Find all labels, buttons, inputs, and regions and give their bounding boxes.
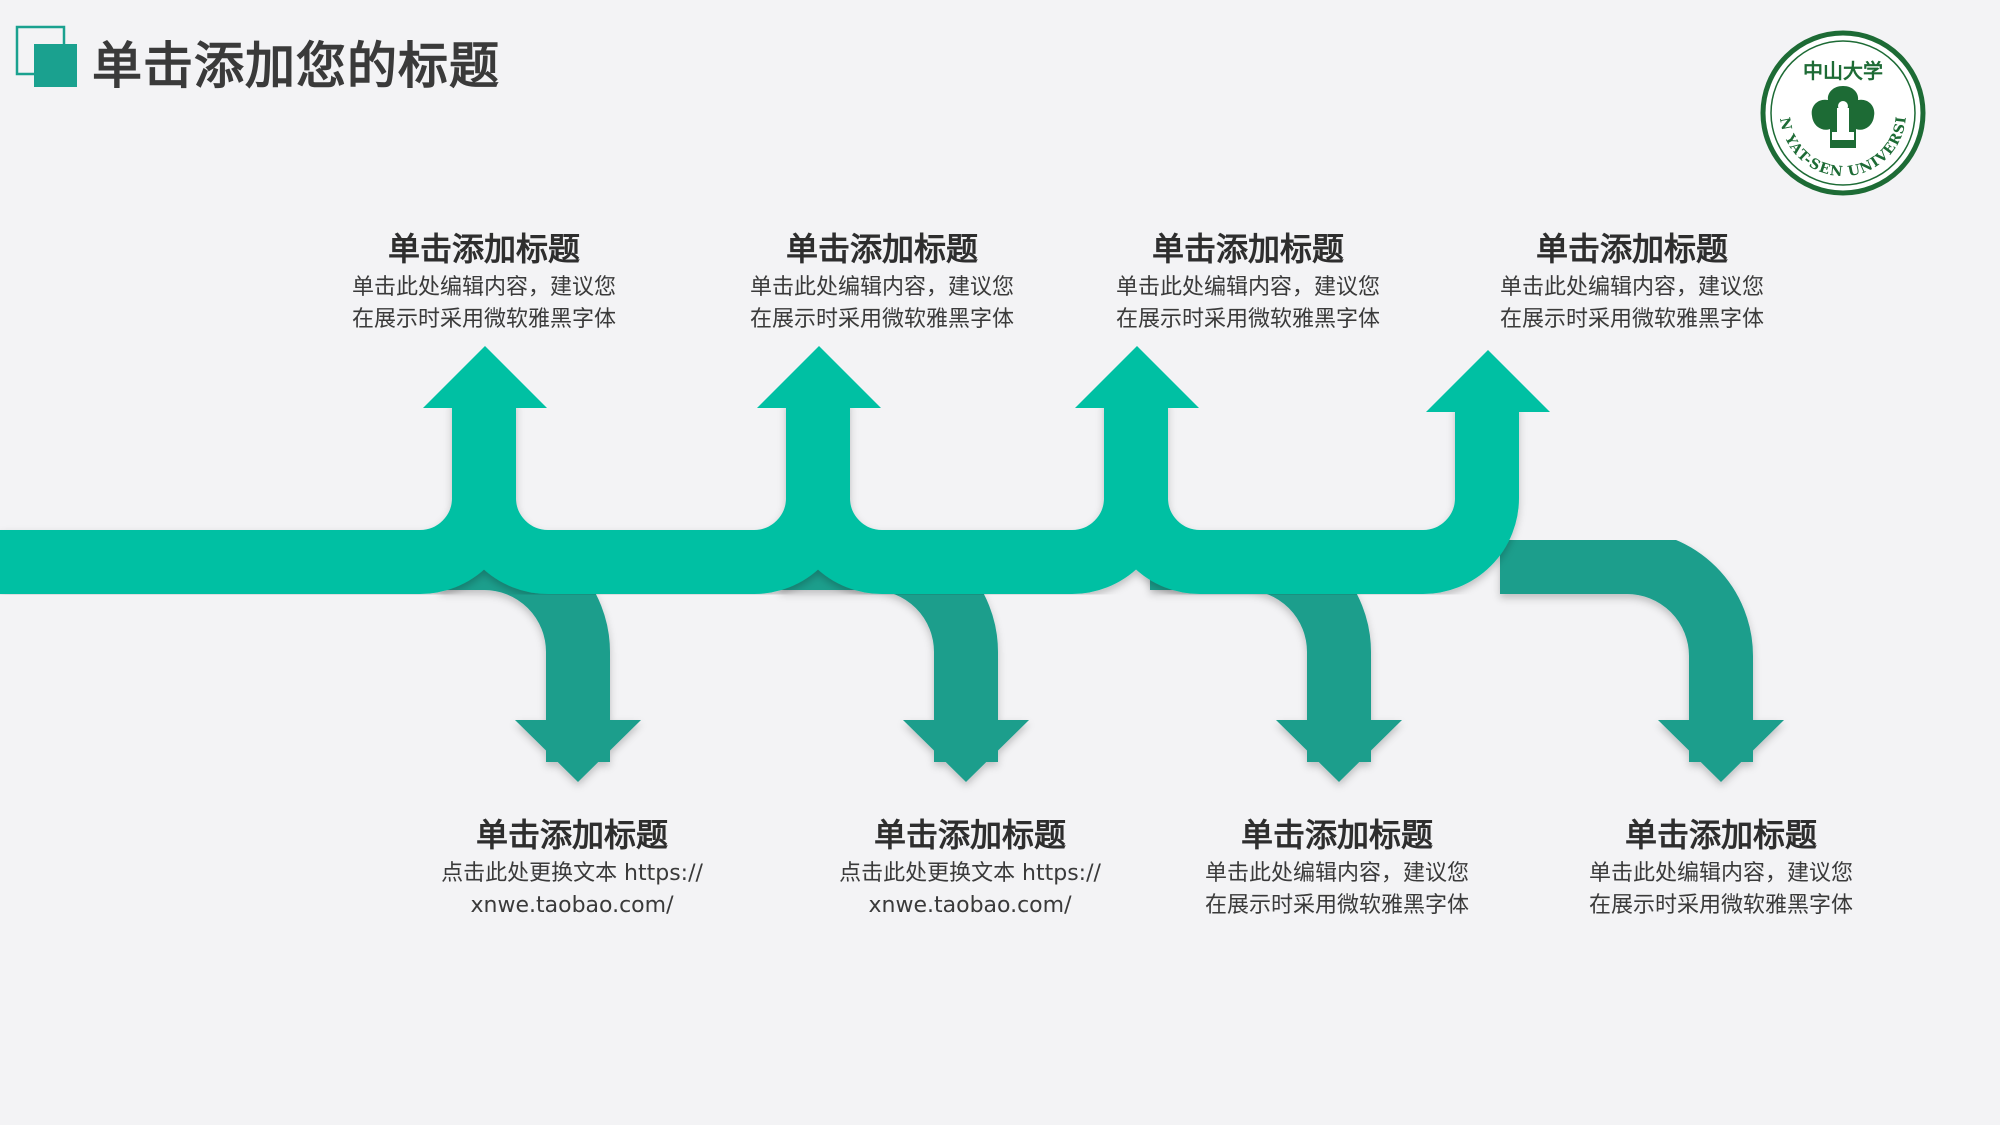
step-desc-line2[interactable]: xnwe.taobao.com/ <box>868 893 1072 918</box>
step-title[interactable]: 单击添加标题 <box>1240 816 1433 854</box>
step-desc-line1[interactable]: 单击此处编辑内容，建议您 <box>1588 861 1853 886</box>
step-desc-line1[interactable]: 单击此处编辑内容，建议您 <box>1115 275 1380 300</box>
logo-chinese-text: 中山大学 <box>1803 59 1883 83</box>
up-arrow-path <box>0 400 1519 594</box>
step-desc-line1[interactable]: 点击此处更换文本 https:// <box>839 861 1101 886</box>
step-bottom-4: 单击添加标题 单击此处编辑内容，建议您 在展示时采用微软雅黑字体 <box>1561 814 1881 920</box>
step-bottom-3: 单击添加标题 单击此处编辑内容，建议您 在展示时采用微软雅黑字体 <box>1177 814 1497 920</box>
step-top-3: 单击添加标题 单击此处编辑内容，建议您 在展示时采用微软雅黑字体 <box>1088 228 1408 334</box>
step-title[interactable]: 单击添加标题 <box>387 230 580 268</box>
step-desc-line1[interactable]: 单击此处编辑内容，建议您 <box>1499 275 1764 300</box>
step-desc-line2[interactable]: 在展示时采用微软雅黑字体 <box>749 307 1014 332</box>
step-top-4: 单击添加标题 单击此处编辑内容，建议您 在展示时采用微软雅黑字体 <box>1472 228 1792 334</box>
step-bottom-2: 单击添加标题 点击此处更换文本 https:// xnwe.taobao.com… <box>810 814 1130 920</box>
step-title[interactable]: 单击添加标题 <box>785 230 978 268</box>
step-desc-line2[interactable]: 在展示时采用微软雅黑字体 <box>351 307 616 332</box>
title-decoration-icon <box>15 25 77 87</box>
step-desc-line1[interactable]: 点击此处更换文本 https:// <box>441 861 703 886</box>
up-arrow-head-2 <box>757 346 881 408</box>
step-title[interactable]: 单击添加标题 <box>1535 230 1728 268</box>
step-title[interactable]: 单击添加标题 <box>1151 230 1344 268</box>
step-desc-line2[interactable]: xnwe.taobao.com/ <box>470 893 674 918</box>
step-bottom-1: 单击添加标题 点击此处更换文本 https:// xnwe.taobao.com… <box>412 814 732 920</box>
up-arrow-head-4 <box>1426 350 1550 412</box>
step-desc-line1[interactable]: 单击此处编辑内容，建议您 <box>749 275 1014 300</box>
step-desc-line1[interactable]: 单击此处编辑内容，建议您 <box>351 275 616 300</box>
step-desc-line2[interactable]: 在展示时采用微软雅黑字体 <box>1204 893 1469 918</box>
step-desc-line2[interactable]: 在展示时采用微软雅黑字体 <box>1499 307 1764 332</box>
up-arrow-head-3 <box>1075 346 1199 408</box>
step-top-2: 单击添加标题 单击此处编辑内容，建议您 在展示时采用微软雅黑字体 <box>722 228 1042 334</box>
step-title[interactable]: 单击添加标题 <box>1624 816 1817 854</box>
step-title[interactable]: 单击添加标题 <box>475 816 668 854</box>
step-desc-line2[interactable]: 在展示时采用微软雅黑字体 <box>1588 893 1853 918</box>
step-desc-line2[interactable]: 在展示时采用微软雅黑字体 <box>1115 307 1380 332</box>
down-arrow-4 <box>1500 530 1784 782</box>
step-desc-line1[interactable]: 单击此处编辑内容，建议您 <box>1204 861 1469 886</box>
page-title[interactable]: 单击添加您的标题 <box>92 37 500 95</box>
university-logo: SUN YAT-SEN UNIVERSITY 中山大学 <box>1758 28 1926 196</box>
step-title[interactable]: 单击添加标题 <box>873 816 1066 854</box>
step-top-1: 单击添加标题 单击此处编辑内容，建议您 在展示时采用微软雅黑字体 <box>324 228 644 334</box>
up-arrow-head-1 <box>423 346 547 408</box>
